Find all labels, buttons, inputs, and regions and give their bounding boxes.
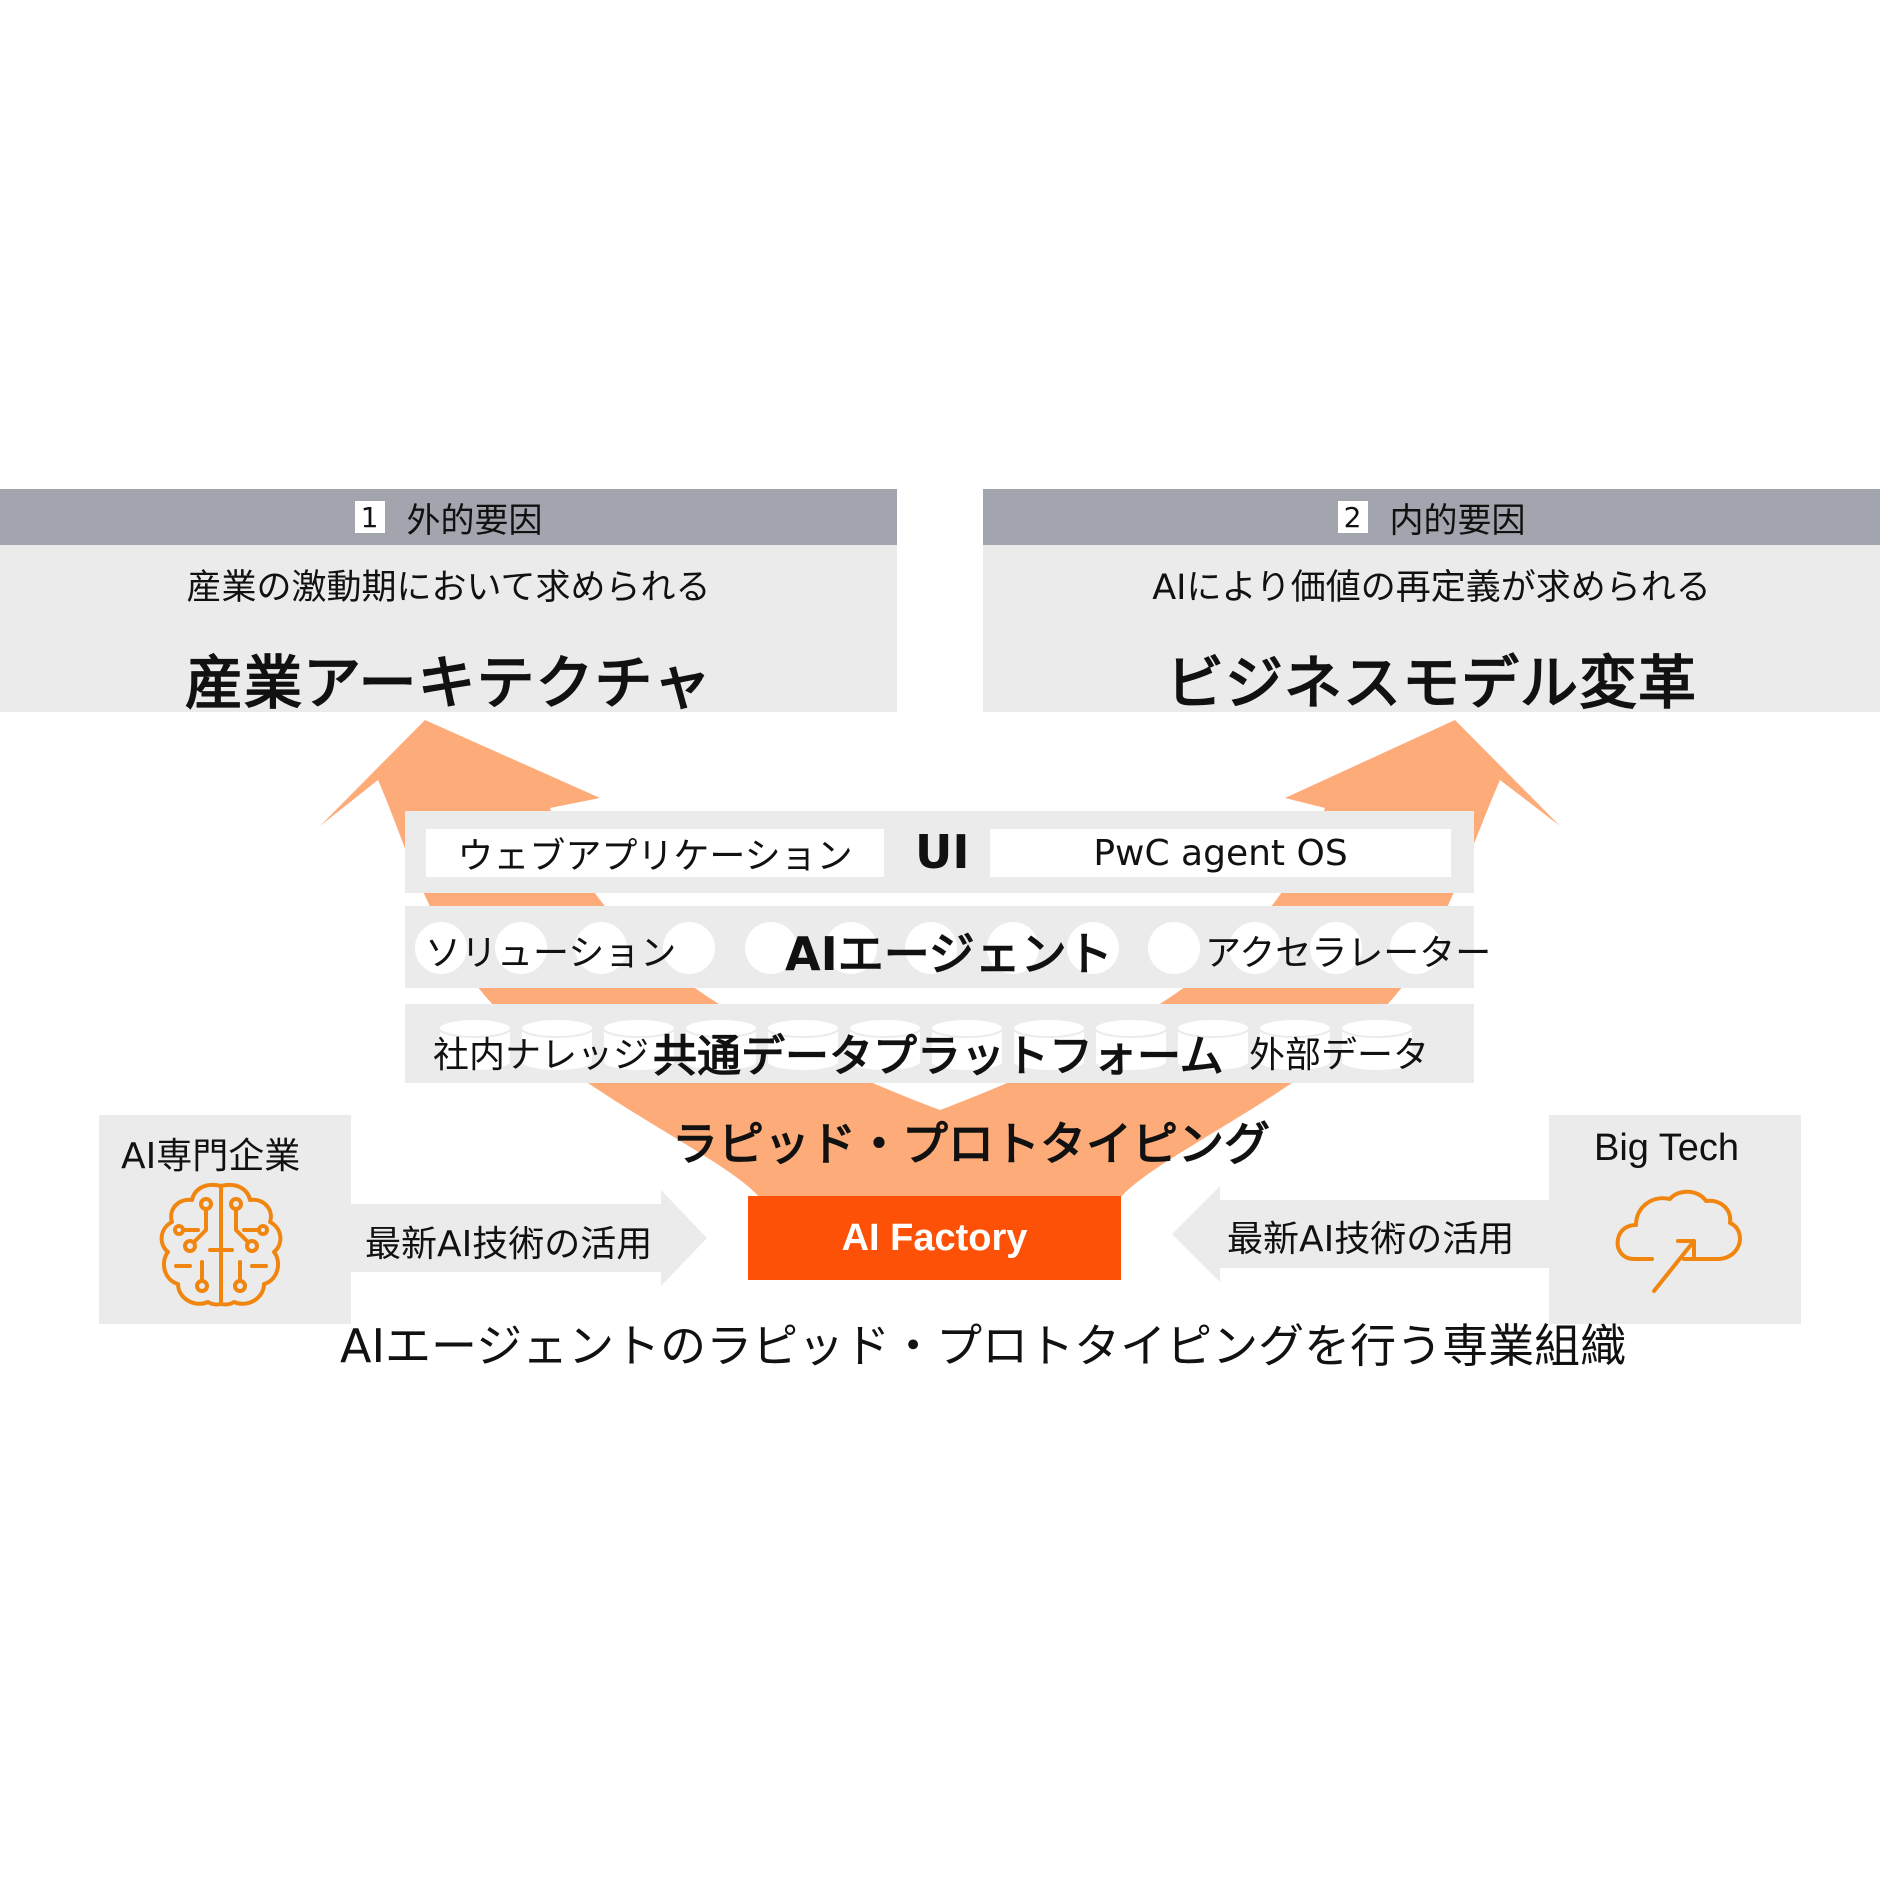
right-partner-box: Big Tech [1549,1115,1801,1324]
left-header-title: 外的要因 [406,500,543,541]
database-icon [766,1018,840,1072]
ui-layer-right-pill: PwC agent OS [990,829,1451,877]
database-icon [438,1018,512,1072]
agent-node-2 [495,922,547,974]
rapid-prototyping-label: ラピッド・プロトタイピング [672,1117,1270,1171]
database-icon [1340,1018,1414,1072]
right-header-main: ビジネスモデル変革 [1165,649,1697,717]
right-header-subtitle: AIにより価値の再定義が求められる [1152,568,1711,608]
right-partner-arrow [1172,1186,1549,1282]
left-header-number: 1 [354,501,385,534]
agent-layer-left-label: ソリューション [425,933,677,974]
agent-node-9 [1067,922,1119,974]
agent-node-1 [415,922,467,974]
data-layer-left-label: 社内ナレッジ [433,1035,650,1076]
agent-node-10 [1148,922,1200,974]
data-layer-center-label: 共通データプラットフォーム [653,1031,1224,1082]
ui-layer-right-label: PwC agent OS [1093,832,1348,874]
left-partner-title: AI専門企業 [121,1136,301,1177]
agent-node-8 [987,922,1039,974]
brain-circuit-icon [159,1183,283,1307]
database-icons [438,1018,1414,1072]
database-icon [1176,1018,1250,1072]
data-layer: 社内ナレッジ 共通データプラットフォーム 外部データ [405,1004,1474,1083]
database-icon [1258,1018,1332,1072]
ai-factory-box: AI Factory [748,1196,1121,1280]
left-partner-arrow-label: 最新AI技術の活用 [365,1224,653,1265]
database-icon [1012,1018,1086,1072]
left-header-bar: 1 外的要因 [0,489,897,545]
agent-node-6 [825,922,877,974]
right-header-title: 内的要因 [1389,500,1526,541]
agent-layer: ソリューション AIエージェント アクセラレーター [405,906,1491,988]
agent-node-3 [575,922,627,974]
right-header-body: AIにより価値の再定義が求められる ビジネスモデル変革 [983,545,1880,717]
ui-layer: ウェブアプリケーション UI PwC agent OS [405,811,1474,893]
database-icon [1094,1018,1168,1072]
database-icon [848,1018,922,1072]
agent-node-5 [745,922,797,974]
data-layer-right-label: 外部データ [1249,1035,1430,1076]
cloud-arrow-icon [1615,1189,1742,1293]
ui-layer-center-label: UI [915,825,970,879]
left-partner-arrow [351,1190,707,1286]
left-header-panel: 1 外的要因 産業の激動期において求められる 産業アーキテクチャ [0,489,897,717]
right-partner-arrow-label: 最新AI技術の活用 [1227,1219,1515,1260]
ui-layer-left-pill: ウェブアプリケーション [426,829,884,877]
right-header-number: 2 [1337,501,1368,534]
ai-factory-label: AI Factory [841,1216,1028,1259]
right-partner-title: Big Tech [1594,1127,1740,1169]
database-icon [602,1018,676,1072]
left-header-main: 産業アーキテクチャ [185,649,712,717]
left-partner-box: AI専門企業 [99,1115,351,1324]
left-header-subtitle: 産業の激動期において求められる [186,568,711,608]
agent-node-13 [1390,922,1442,974]
agent-node-4 [663,922,715,974]
right-header-bar: 2 内的要因 [983,489,1880,545]
bottom-caption: AIエージェントのラピッド・プロトタイピングを行う専業組織 [340,1319,1627,1373]
left-header-body: 産業の激動期において求められる 産業アーキテクチャ [0,545,897,717]
ui-layer-left-label: ウェブアプリケーション [457,836,853,877]
database-icon [520,1018,594,1072]
right-header-panel: 2 内的要因 AIにより価値の再定義が求められる ビジネスモデル変革 [983,489,1880,717]
agent-node-7 [905,922,957,974]
agent-node-11 [1229,922,1281,974]
database-icon [684,1018,758,1072]
agent-node-12 [1310,922,1362,974]
agent-layer-right-label: アクセラレーター [1205,933,1492,974]
agent-layer-center-label: AIエージェント [785,927,1113,981]
database-icon [930,1018,1004,1072]
